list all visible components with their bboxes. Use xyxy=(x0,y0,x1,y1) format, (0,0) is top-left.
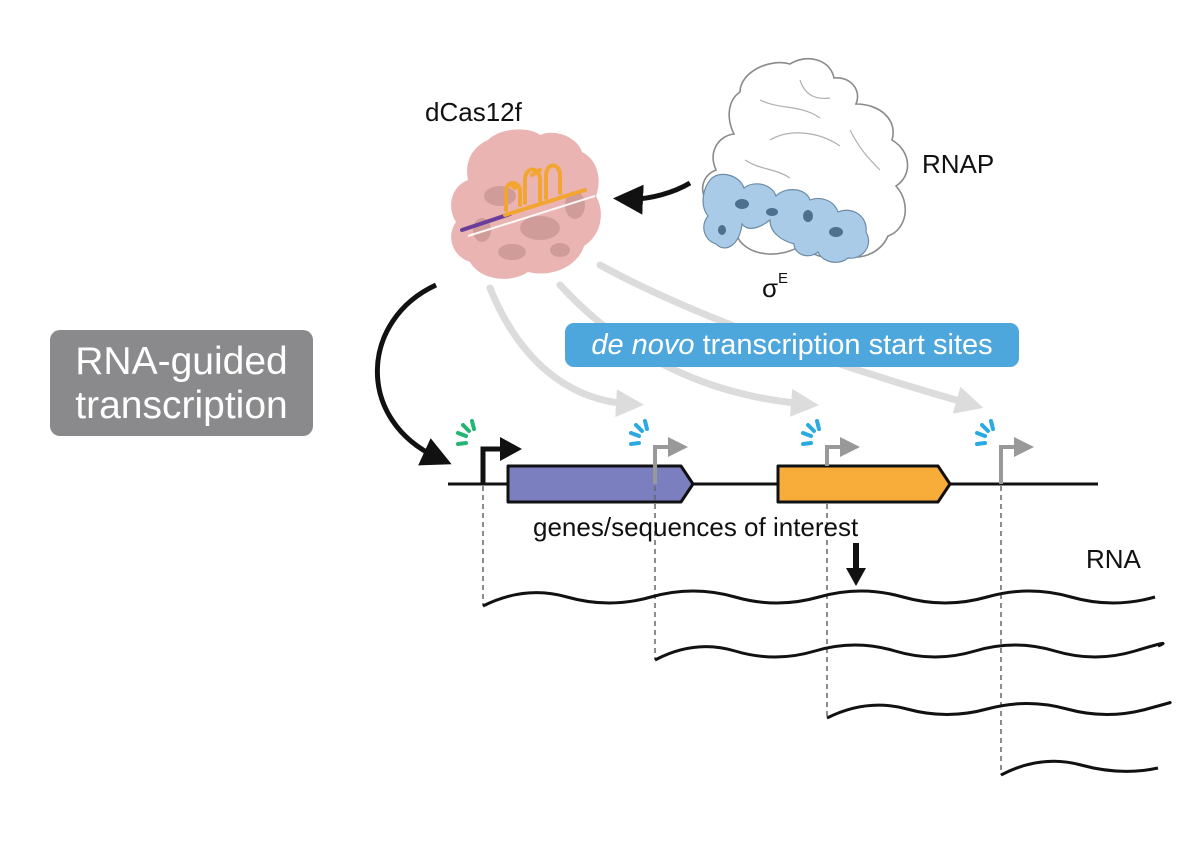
gene-orange xyxy=(776,464,952,504)
rna-guided-line1: RNA-guided xyxy=(75,340,288,383)
rnap-label: RNAP xyxy=(922,149,995,179)
dcas12f-structure xyxy=(451,129,601,279)
rna-guided-transcription-box: RNA-guided transcription xyxy=(50,330,313,436)
sigma-e-label: σE xyxy=(762,271,788,303)
de-novo-promoter-3 xyxy=(999,437,1034,484)
rna-transcript-1 xyxy=(482,589,1156,608)
recruitment-arrow xyxy=(613,180,692,215)
de-novo-tss-box: de novo transcription start sites xyxy=(565,323,1019,367)
genes-label: genes/sequences of interest xyxy=(533,512,859,542)
rna-guided-line2: transcription xyxy=(75,384,288,427)
tss-dashed-guides xyxy=(482,486,1002,775)
rnap-detail-lines xyxy=(744,79,881,179)
sigma-superscript: E xyxy=(778,270,789,288)
rna-label: RNA xyxy=(1086,544,1141,574)
target-dna-strand xyxy=(460,212,512,232)
primary-promoter-arrow xyxy=(480,437,522,484)
sigma-e-dark-patches xyxy=(718,199,843,237)
sigma-e-subunit xyxy=(702,173,870,263)
dcas12f-label: dCas12f xyxy=(425,97,522,127)
de-novo-rest: transcription start sites xyxy=(694,329,993,361)
rna-transcripts xyxy=(482,589,1172,777)
rna-guided-arrow xyxy=(375,282,452,466)
tss-burst-blue-1 xyxy=(629,419,649,446)
guide-rna-hairpins xyxy=(503,163,587,217)
de-novo-promoter-1 xyxy=(653,437,688,484)
rna-transcript-2 xyxy=(654,641,1165,662)
down-arrow xyxy=(846,543,866,586)
rna-transcript-3 xyxy=(826,701,1172,720)
rnap-structure xyxy=(701,57,909,263)
tss-burst-green xyxy=(456,419,476,446)
tss-burst-blue-3 xyxy=(975,419,995,446)
gene-blue xyxy=(506,464,695,504)
tss-burst-blue-2 xyxy=(801,419,821,446)
sigma-base: σ xyxy=(762,273,779,303)
de-novo-italic: de novo xyxy=(591,329,695,361)
rna-transcript-4 xyxy=(1000,759,1159,777)
de-novo-promoter-2 xyxy=(825,437,860,466)
